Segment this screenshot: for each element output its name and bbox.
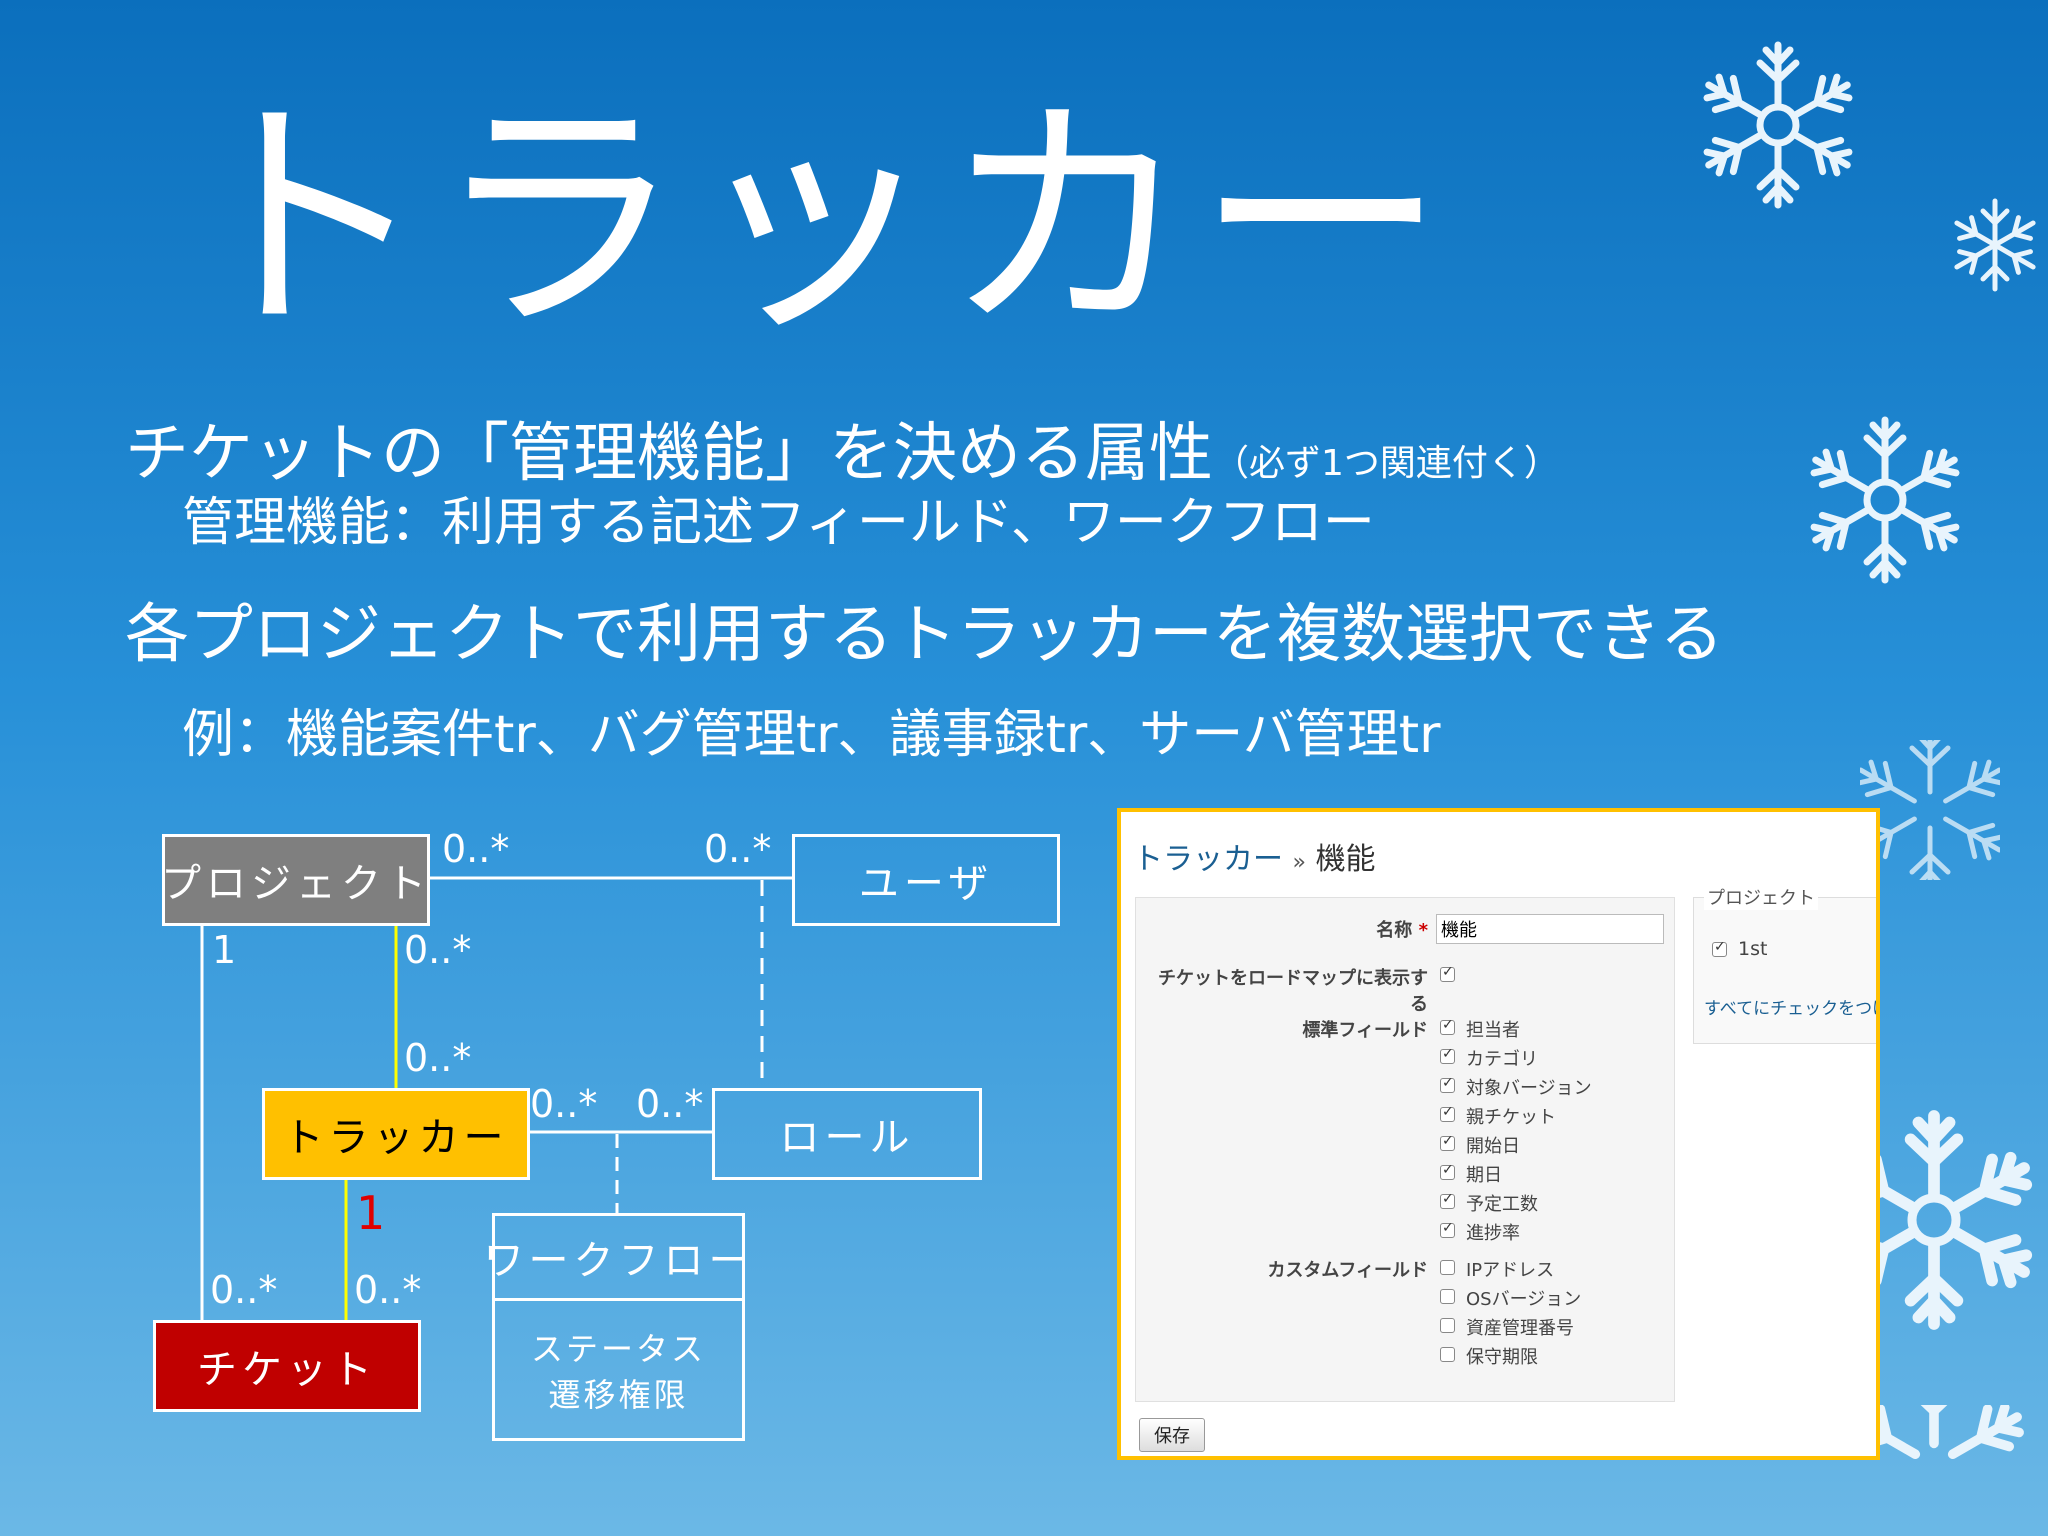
standard-field-label: 予定工数	[1466, 1194, 1538, 1215]
entity-role: ロール	[712, 1088, 982, 1180]
custom-fields-label: カスタムフィールド	[1267, 1260, 1428, 1281]
multiplicity-label: 0..*	[404, 928, 472, 972]
custom-field-label: OSバージョン	[1466, 1289, 1582, 1310]
standard-field-checkbox[interactable]	[1440, 1220, 1455, 1238]
multiplicity-label: 0..*	[210, 1268, 278, 1312]
slide-title: トラッカー	[180, 74, 1450, 365]
standard-field-checkbox[interactable]	[1440, 1075, 1455, 1093]
bullet-line-3: 各プロジェクトで利用するトラッカーを複数選択できる	[125, 598, 1724, 672]
custom-field-label: 保守期限	[1466, 1347, 1538, 1368]
projects-fieldset: プロジェクト 1st すべてにチェックをつけ	[1693, 884, 1880, 1044]
project-item-label: 1st	[1738, 938, 1768, 960]
breadcrumb-separator: »	[1292, 850, 1307, 875]
standard-field-checkbox[interactable]	[1440, 1133, 1455, 1151]
tracker-form: 名称 * チケットをロードマップに表示す る 標準フィールド 担当者カテゴリ対象…	[1135, 897, 1675, 1402]
required-mark: *	[1418, 920, 1428, 941]
tracker-name-title: 機能	[1315, 842, 1376, 877]
bullet-line-1-note: （必ず1つ関連付く）	[1213, 443, 1560, 484]
standard-field-checkbox[interactable]	[1440, 1046, 1455, 1064]
multiplicity-label: 0..*	[636, 1082, 704, 1126]
roadmap-label-2: る	[1410, 994, 1428, 1015]
workflow-detail: ステータス 遷移権限	[492, 1298, 745, 1441]
multiplicity-label: 1	[212, 928, 237, 972]
standard-field-label: 開始日	[1466, 1136, 1520, 1157]
custom-field-label: 資産管理番号	[1466, 1318, 1574, 1339]
snowflake-icon	[1860, 740, 2000, 880]
bullet-line-1: チケットの「管理機能」を決める属性（必ず1つ関連付く）	[125, 402, 1560, 494]
custom-field-checkbox[interactable]	[1440, 1289, 1455, 1304]
standard-field-label: 進捗率	[1466, 1223, 1520, 1244]
multiplicity-label: 0..*	[404, 1036, 472, 1080]
diagram-connectors	[344, 926, 398, 1320]
bullet-line-4: 例：機能案件tr、バグ管理tr、議事録tr、サーバ管理tr	[182, 705, 1441, 765]
workflow-detail-line-1: ステータス	[530, 1329, 706, 1368]
multiplicity-label: 0..*	[354, 1268, 422, 1312]
page-title: トラッカー » 機能	[1133, 834, 1376, 878]
roadmap-checkbox[interactable]	[1440, 964, 1455, 982]
entity-workflow: ワークフロー	[484, 1213, 749, 1301]
entity-user: ユーザ	[792, 834, 1060, 926]
roadmap-label: チケットをロードマップに表示す	[1158, 968, 1428, 989]
standard-fields-label: 標準フィールド	[1302, 1020, 1428, 1041]
multiplicity-label: 0..*	[704, 827, 772, 871]
check-all-link[interactable]: すべてにチェックをつけ	[1704, 999, 1880, 1019]
save-button[interactable]: 保存	[1139, 1418, 1205, 1452]
custom-field-checkbox[interactable]	[1440, 1260, 1455, 1275]
tracker-settings-screenshot: トラッカー » 機能 名称 * チケットをロードマップに表示す る 標準フィール…	[1117, 808, 1880, 1460]
snowflake-icon	[1678, 41, 1878, 215]
breadcrumb-tracker-link[interactable]: トラッカー	[1133, 842, 1283, 877]
standard-field-label: カテゴリ	[1466, 1049, 1538, 1070]
multiplicity-label: 0..*	[530, 1082, 598, 1126]
standard-field-label: 親チケット	[1466, 1107, 1556, 1128]
snowflake-icon	[1820, 1100, 2048, 1340]
standard-field-checkbox[interactable]	[1440, 1017, 1455, 1035]
custom-field-label: IPアドレス	[1466, 1260, 1555, 1281]
standard-field-label: 対象バージョン	[1466, 1078, 1592, 1099]
standard-field-checkbox[interactable]	[1440, 1191, 1455, 1209]
entity-tracker: トラッカー	[262, 1088, 530, 1180]
custom-field-checkbox[interactable]	[1440, 1318, 1455, 1333]
name-label: 名称 *	[1376, 920, 1428, 941]
projects-legend: プロジェクト	[1704, 884, 1818, 910]
standard-field-label: 担当者	[1466, 1020, 1520, 1041]
entity-ticket: チケット	[153, 1320, 421, 1412]
bullet-line-1-main: チケットの「管理機能」を決める属性	[125, 417, 1213, 491]
multiplicity-label: 0..*	[442, 827, 510, 871]
multiplicity-label: 1	[356, 1186, 386, 1240]
snowflake-icon	[1785, 405, 1985, 595]
standard-field-checkbox[interactable]	[1440, 1104, 1455, 1122]
standard-field-checkbox[interactable]	[1440, 1162, 1455, 1180]
bullet-line-2: 管理機能：利用する記述フィールド、ワークフロー	[182, 493, 1375, 553]
name-input[interactable]	[1436, 914, 1664, 944]
entity-project: プロジェクト	[161, 834, 430, 926]
custom-field-checkbox[interactable]	[1440, 1347, 1455, 1362]
workflow-detail-line-2: 遷移権限	[548, 1375, 689, 1414]
snowflake-icon	[1945, 198, 2045, 295]
project-checkbox[interactable]	[1712, 939, 1727, 957]
standard-field-label: 期日	[1466, 1165, 1502, 1186]
